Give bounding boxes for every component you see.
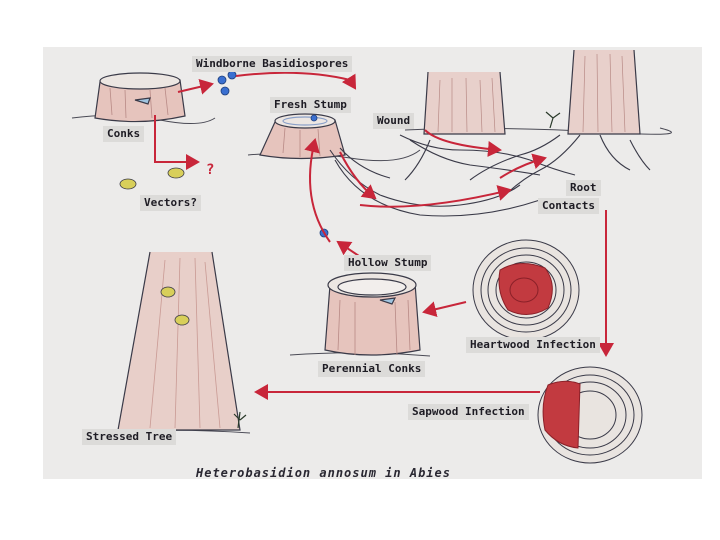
label-windborne-basidiospores: Windborne Basidiospores <box>192 56 352 72</box>
root-system <box>330 135 650 216</box>
sapwood-cross-section <box>538 367 642 463</box>
label-stressed-tree: Stressed Tree <box>82 429 176 445</box>
fresh-stump-drawing <box>260 114 345 159</box>
conk-stump-drawing <box>95 73 185 122</box>
label-vectors: Vectors? <box>140 195 201 211</box>
label-fresh-stump: Fresh Stump <box>270 97 351 113</box>
stressed-tree-drawing <box>118 252 246 430</box>
label-contacts: Contacts <box>538 198 599 214</box>
label-unknown-mark: ? <box>206 162 214 178</box>
label-root: Root <box>566 180 601 196</box>
label-hollow-stump: Hollow Stump <box>344 255 431 271</box>
right-tree-drawing <box>546 50 640 134</box>
label-sapwood-infection: Sapwood Infection <box>408 404 529 420</box>
hollow-stump-drawing <box>325 273 420 355</box>
label-wound: Wound <box>373 113 414 129</box>
label-perennial-conks: Perennial Conks <box>318 361 425 377</box>
label-heartwood-infection: Heartwood Infection <box>466 337 600 353</box>
heartwood-cross-section <box>473 240 579 340</box>
diagram-title: Heterobasidion annosum in Abies <box>196 466 451 480</box>
wounded-tree-drawing <box>424 72 505 134</box>
label-conks: Conks <box>103 126 144 142</box>
